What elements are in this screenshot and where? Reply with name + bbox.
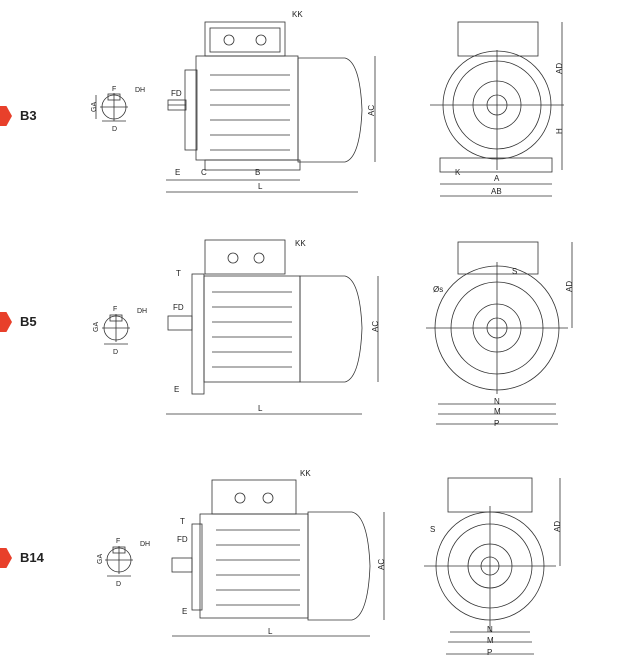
dim-l: L xyxy=(258,182,263,191)
dim-h: H xyxy=(555,128,564,134)
dim-s: S xyxy=(512,267,517,276)
dim-kk: KK xyxy=(295,239,306,248)
dim-p: P xyxy=(487,648,492,657)
dim-dh: DH xyxy=(135,87,145,94)
dim-m: M xyxy=(487,636,494,645)
dim-s: S xyxy=(430,525,435,534)
row-b14: B14 GA F DH D KK T FD E L AC xyxy=(0,448,624,666)
dim-t: T xyxy=(176,269,181,278)
motor-side-view xyxy=(166,21,376,193)
row-b3: B3 GA F DH D xyxy=(0,0,624,210)
dim-l: L xyxy=(258,404,263,413)
dim-ad: AD xyxy=(555,63,564,74)
dim-d: D xyxy=(116,581,121,588)
dim-m: M xyxy=(494,407,501,416)
motor-side-view xyxy=(171,479,385,637)
dim-ga: GA xyxy=(93,322,100,332)
shaft-section xyxy=(105,546,133,577)
red-arrow-icon xyxy=(0,548,12,568)
mount-label: B14 xyxy=(20,550,44,565)
b3-drawing: GA F DH D KK FD E C B L AC xyxy=(91,10,564,197)
dim-f: F xyxy=(112,86,116,93)
dim-a: A xyxy=(494,174,500,183)
dim-ac: AC xyxy=(377,559,386,570)
dim-ad: AD xyxy=(565,281,574,292)
dim-fd: FD xyxy=(177,535,188,544)
dim-p: P xyxy=(494,419,499,428)
dim-e: E xyxy=(175,168,180,177)
mount-label: B5 xyxy=(20,314,37,329)
motor-front-view xyxy=(424,477,561,655)
dim-fd: FD xyxy=(173,303,184,312)
dim-e: E xyxy=(182,607,187,616)
dim-dh: DH xyxy=(137,308,147,315)
b5-drawing: GA F DH D KK T FD E L AC xyxy=(93,239,574,428)
dim-c: C xyxy=(201,168,207,177)
dim-t: T xyxy=(180,517,185,526)
row-b5: B5 GA F DH D KK T FD E L AC xyxy=(0,214,624,434)
motor-front-view xyxy=(426,241,573,425)
dim-ac: AC xyxy=(367,105,376,116)
dim-kk: KK xyxy=(292,10,303,19)
dim-n: N xyxy=(487,625,493,634)
dim-ab: AB xyxy=(491,187,502,196)
motor-side-view xyxy=(166,239,379,415)
dim-ga: GA xyxy=(97,554,104,564)
dim-f: F xyxy=(113,306,117,313)
dim-b: B xyxy=(255,168,260,177)
mount-label: B3 xyxy=(20,108,37,123)
red-arrow-icon xyxy=(0,106,12,126)
dim-ga: GA xyxy=(91,102,98,112)
dim-l: L xyxy=(268,627,273,636)
dim-d: D xyxy=(113,349,118,356)
dim-f: F xyxy=(116,538,120,545)
dim-phi-s: Øs xyxy=(433,285,443,294)
motor-front-view xyxy=(430,21,564,197)
dim-k: K xyxy=(455,168,461,177)
shaft-section xyxy=(102,314,130,345)
b14-drawing: GA F DH D KK T FD E L AC xyxy=(97,469,562,657)
dim-d: D xyxy=(112,126,117,133)
dim-n: N xyxy=(494,397,500,406)
red-arrow-icon xyxy=(0,312,12,332)
shaft-section xyxy=(95,93,128,122)
dim-ad: AD xyxy=(553,521,562,532)
dim-fd: FD xyxy=(171,89,182,98)
dim-ac: AC xyxy=(371,321,380,332)
dim-e: E xyxy=(174,385,179,394)
dim-dh: DH xyxy=(140,541,150,548)
dim-kk: KK xyxy=(300,469,311,478)
